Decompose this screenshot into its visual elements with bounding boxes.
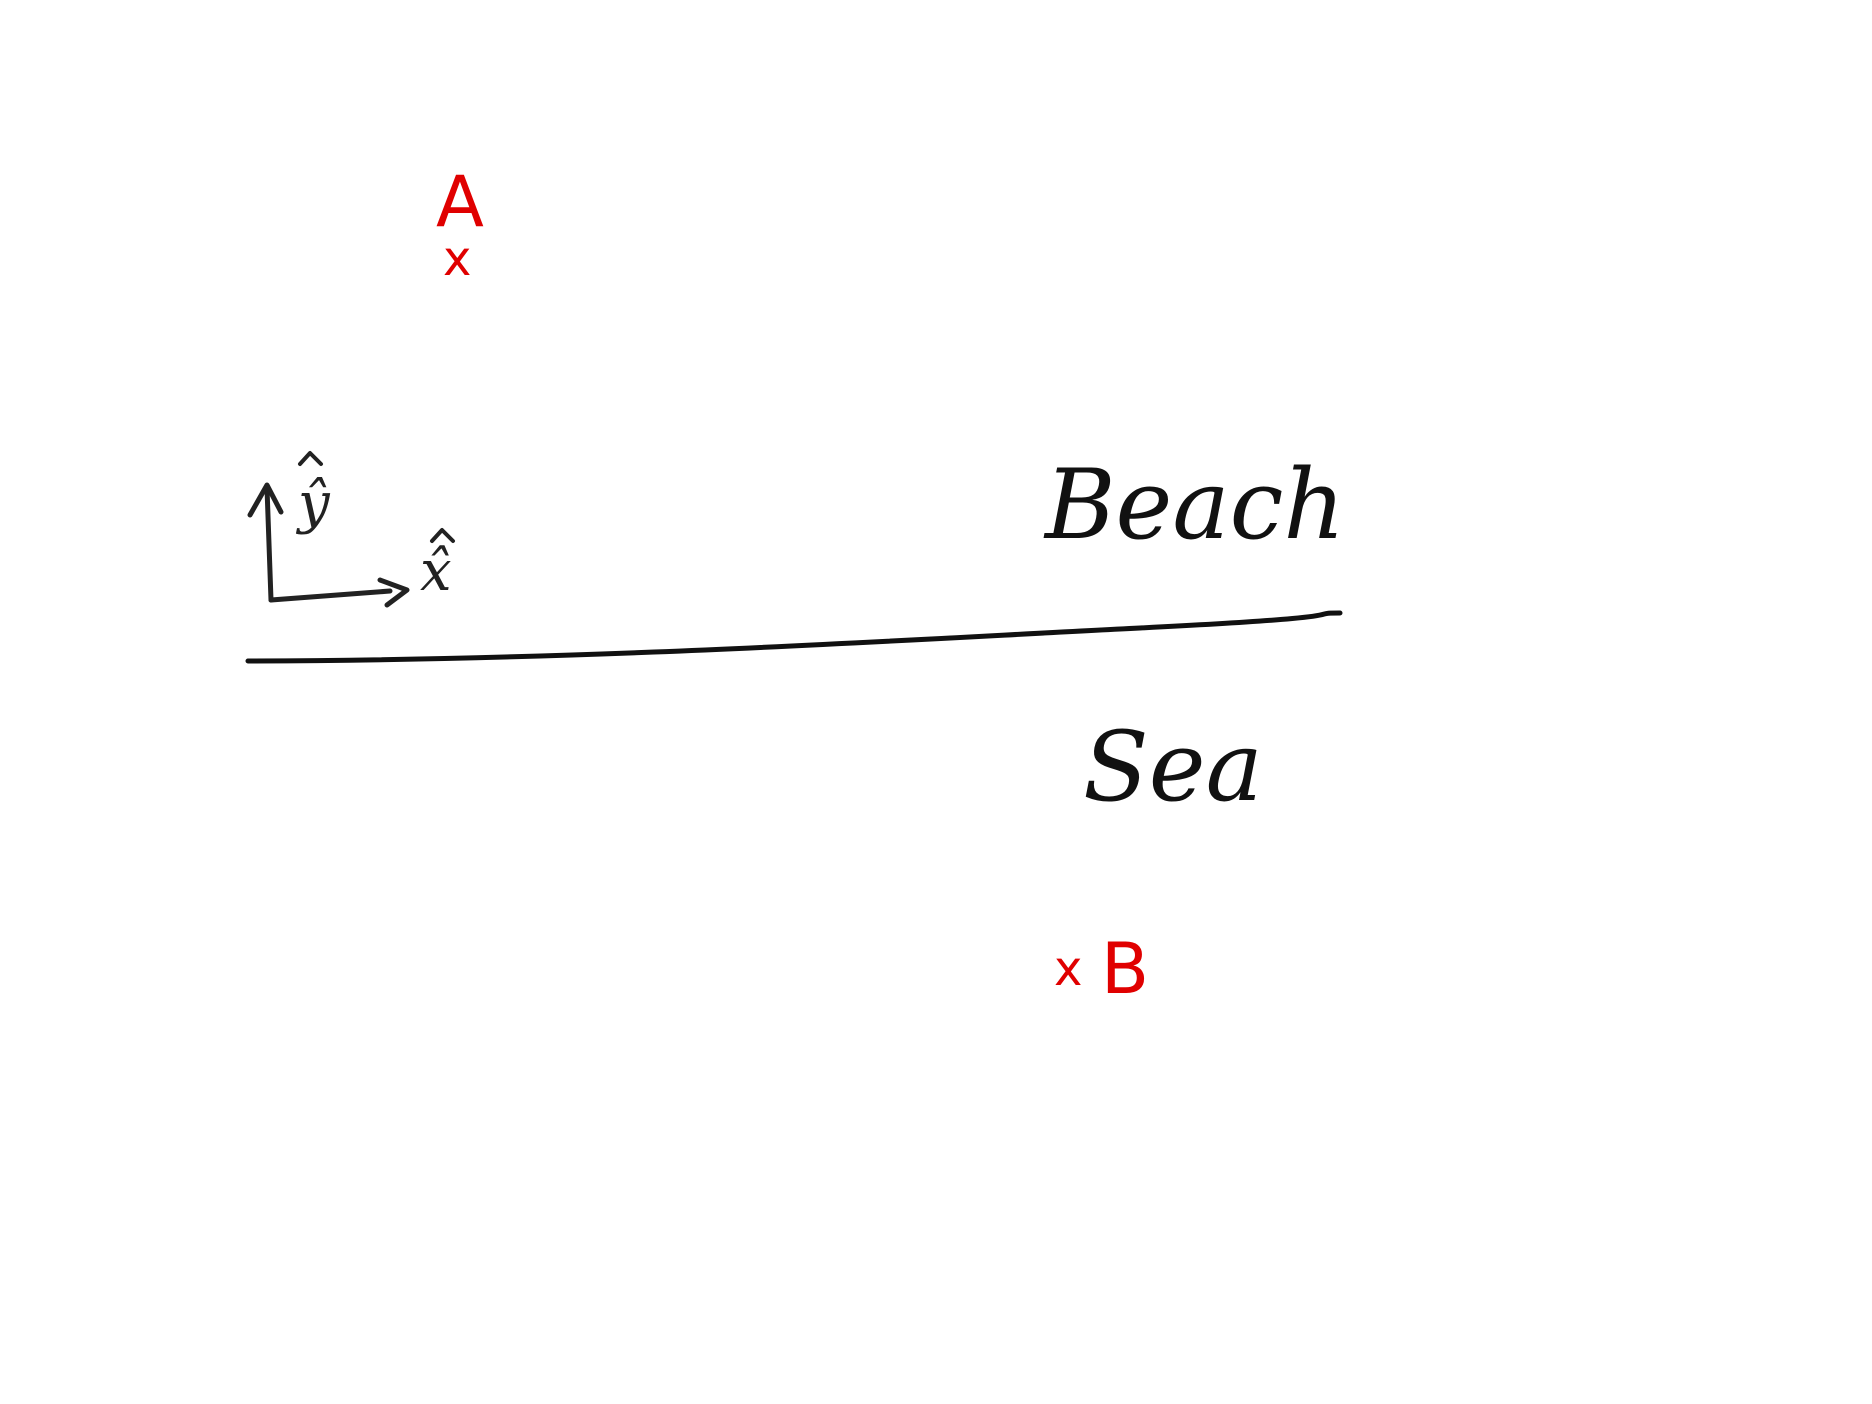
- point-b: x B: [1054, 928, 1149, 1010]
- y-axis-label: ŷ: [295, 471, 331, 536]
- x-axis-line: [268, 588, 393, 603]
- x-axis-arrowhead: [377, 577, 410, 608]
- point-a-marker: x: [443, 231, 471, 287]
- x-hat: [430, 528, 455, 543]
- point-a: A x: [436, 161, 484, 287]
- x-axis-label: x̂: [420, 539, 452, 604]
- beach-label: Beach: [1043, 449, 1345, 561]
- point-b-label: B: [1101, 928, 1149, 1010]
- y-hat: [298, 451, 323, 466]
- point-a-label: A: [436, 161, 484, 243]
- point-b-marker: x: [1054, 941, 1082, 997]
- y-axis-arrowhead: [247, 482, 284, 518]
- shoreline: [245, 610, 1343, 664]
- y-axis-line: [264, 485, 274, 603]
- coordinate-axes: ŷ x̂: [247, 451, 455, 608]
- sea-label: Sea: [1083, 711, 1263, 823]
